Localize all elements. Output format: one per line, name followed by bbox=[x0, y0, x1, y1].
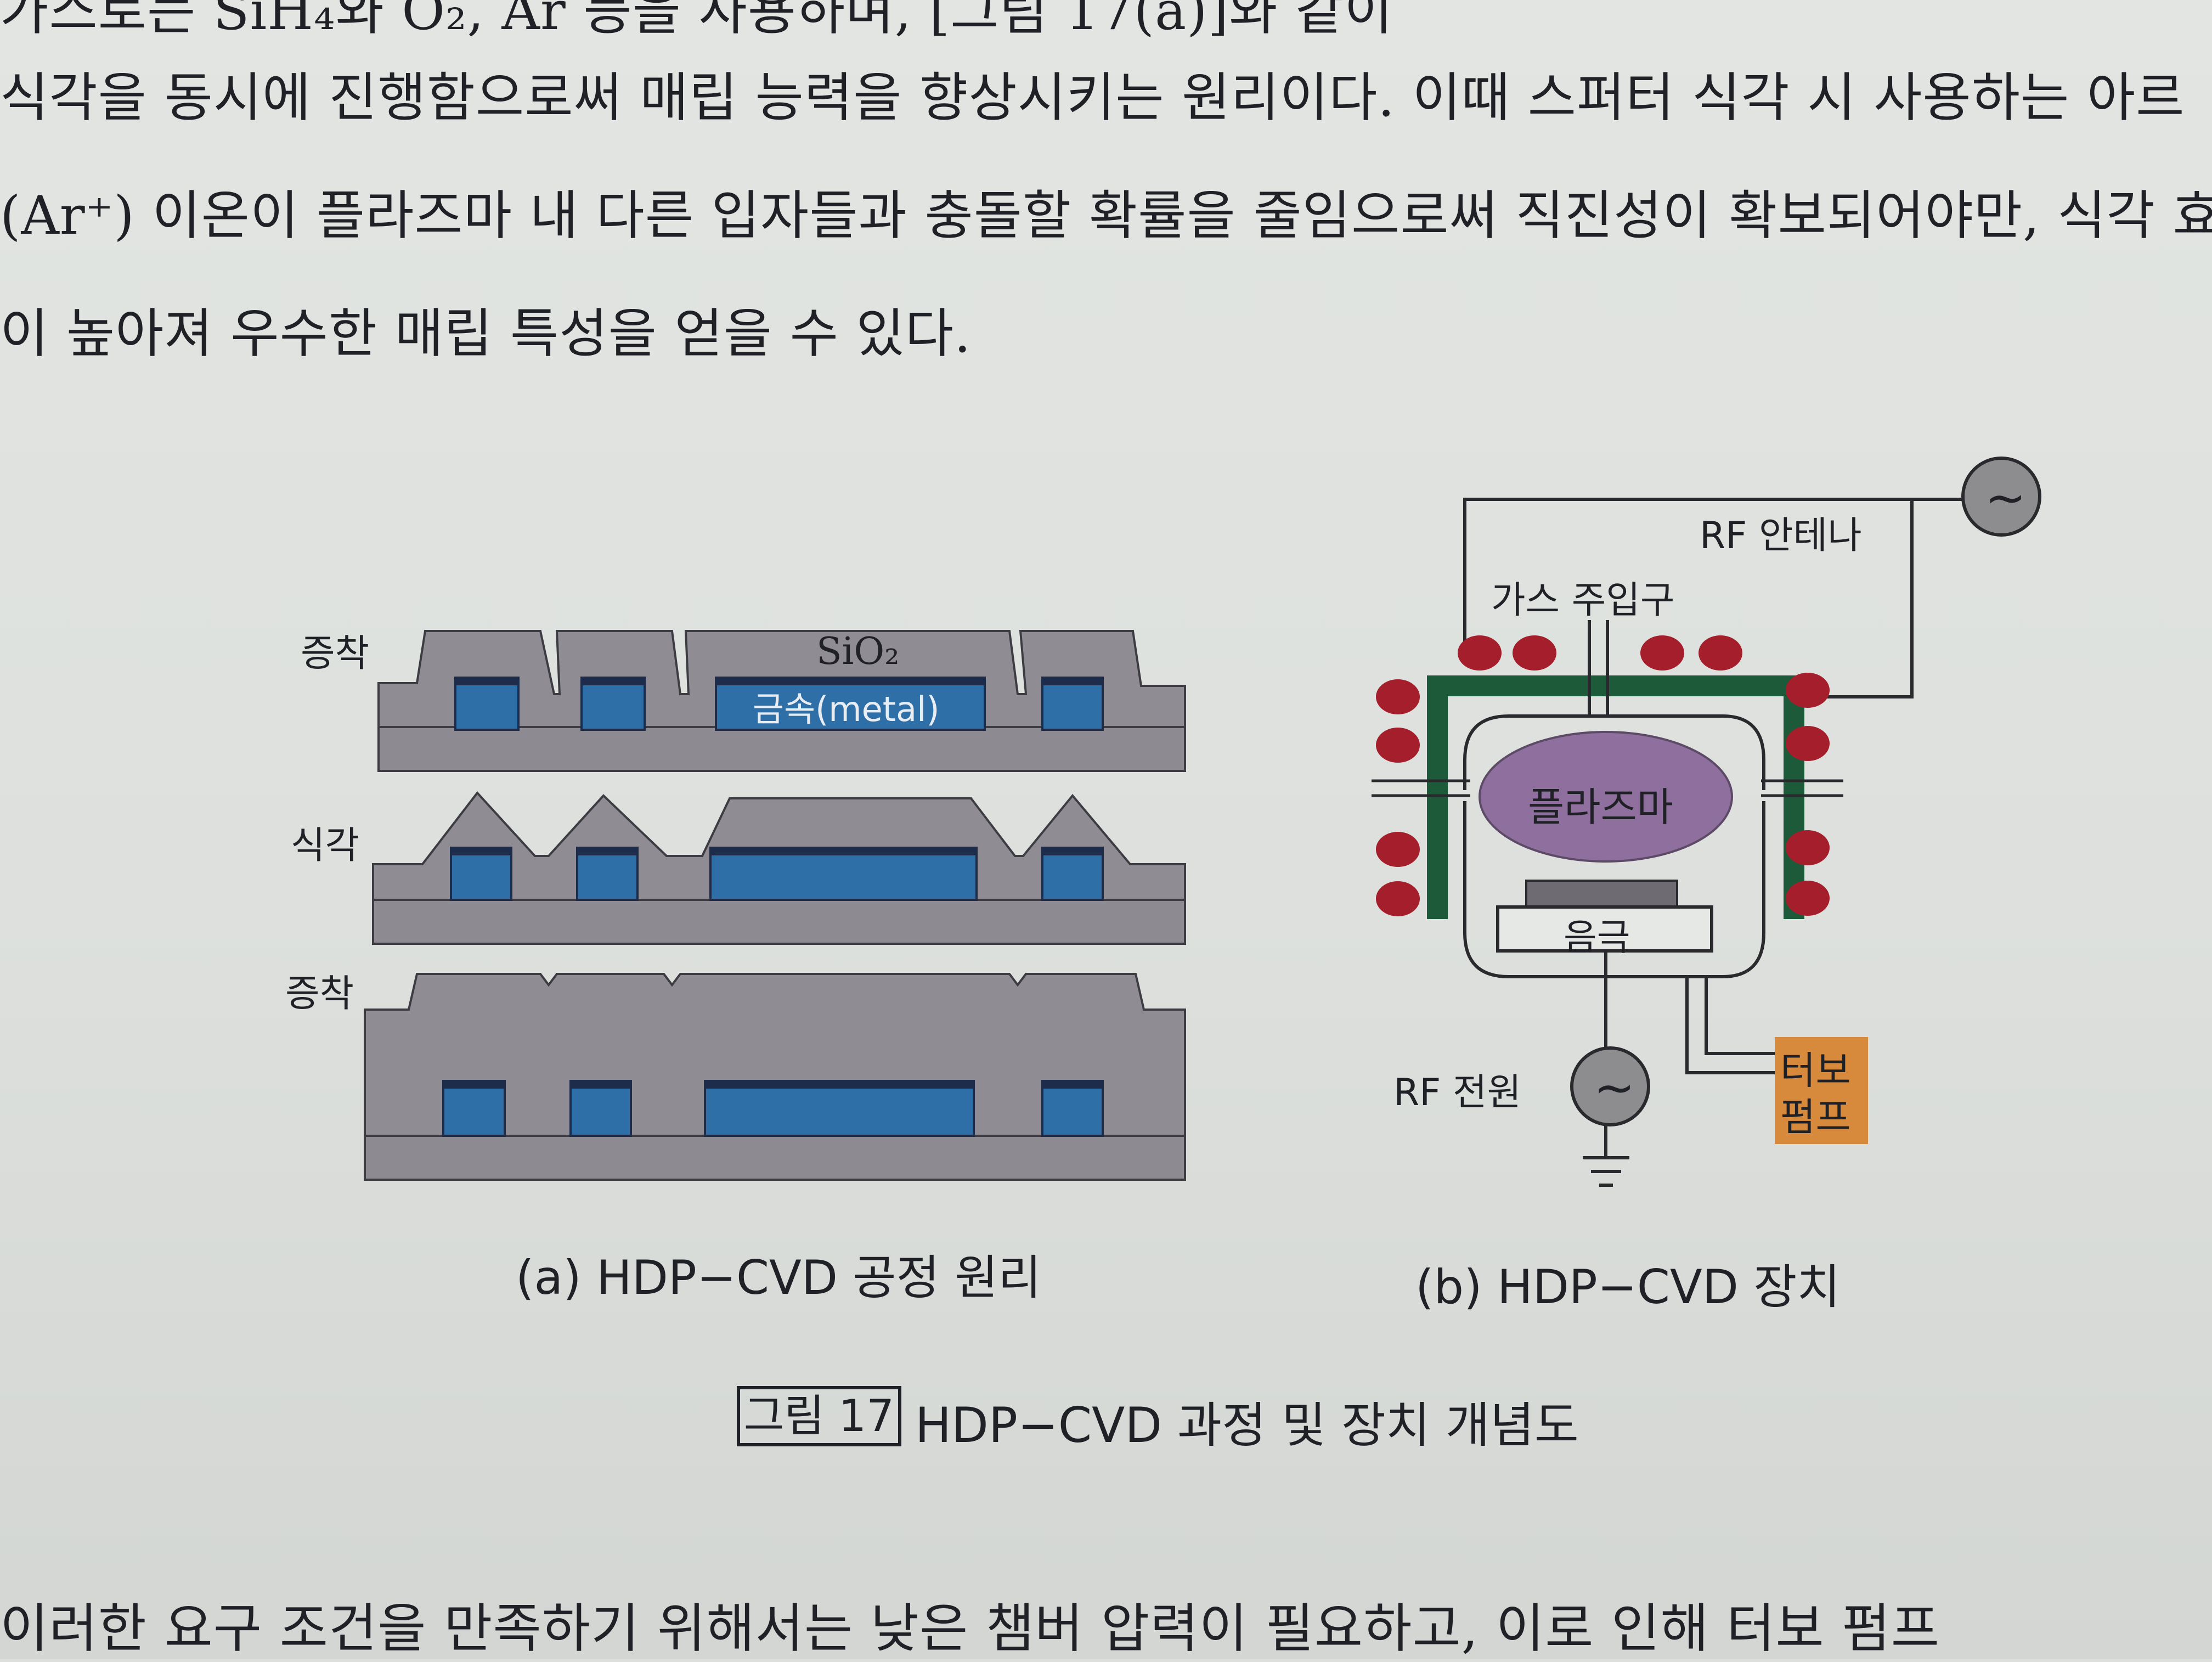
rf-power-label: RF 전원 bbox=[1393, 1071, 1522, 1114]
body-text-line: 이러한 요구 조건을 만족하기 위해서는 낮은 챔버 압력이 필요하고, 이로 … bbox=[0, 1598, 1940, 1659]
figure-number: 그림 17 bbox=[737, 1386, 901, 1446]
body-text-line: 이 높아져 우수한 매립 특성을 얻을 수 있다. bbox=[0, 303, 972, 364]
rf-power-source-icon bbox=[1570, 1046, 1650, 1126]
step-label-etch: 식각 bbox=[291, 824, 360, 867]
metal-line bbox=[704, 1080, 975, 1137]
hdp-cvd-apparatus bbox=[1372, 457, 2041, 1187]
cathode bbox=[1496, 905, 1713, 953]
turbo-pump-label: 터보 bbox=[1780, 1048, 1851, 1093]
plasma-region bbox=[1479, 731, 1733, 863]
metal-line bbox=[454, 677, 520, 731]
metal-line bbox=[576, 847, 639, 901]
metal-line bbox=[1041, 677, 1104, 731]
turbo-pump-label: 펌프 bbox=[1780, 1095, 1851, 1140]
metal-line bbox=[709, 847, 978, 901]
step-label-deposition: 증착 bbox=[301, 632, 370, 675]
ac-symbol: ~ bbox=[1594, 1059, 1635, 1117]
metal-line bbox=[1041, 1080, 1104, 1137]
ac-symbol: ~ bbox=[1985, 469, 2027, 527]
wafer bbox=[1525, 880, 1678, 908]
metal-line bbox=[442, 1080, 506, 1137]
metal-label: 금속(metal) bbox=[753, 689, 940, 729]
step-label-deposition: 증착 bbox=[285, 972, 354, 1016]
chamber-wall bbox=[1427, 675, 1804, 919]
process-diagram-step-1 bbox=[377, 630, 1186, 772]
figure-title: HDP−CVD 과정 및 장치 개념도 bbox=[915, 1397, 1579, 1453]
process-diagram-step-2 bbox=[372, 791, 1186, 945]
turbo-pump bbox=[1775, 1037, 1868, 1144]
plasma-label: 플라즈마 bbox=[1528, 784, 1673, 830]
gas-inlet-label: 가스 주입구 bbox=[1491, 579, 1675, 622]
metal-line bbox=[450, 847, 512, 901]
inner-chamber bbox=[1463, 714, 1765, 978]
body-text-line: (Ar⁺) 이온이 플라즈마 내 다른 입자들과 충돌할 확률을 줄임으로써 직… bbox=[0, 185, 2212, 246]
antenna-rf-source-icon bbox=[1961, 457, 2041, 537]
oxide-label: SiO₂ bbox=[816, 630, 900, 673]
metal-line bbox=[569, 1080, 632, 1137]
metal-line bbox=[1041, 847, 1104, 901]
caption-b: (b) HDP−CVD 장치 bbox=[1415, 1260, 1841, 1315]
cathode-label: 음극 bbox=[1564, 916, 1630, 959]
caption-a: (a) HDP−CVD 공정 원리 bbox=[516, 1250, 1042, 1305]
body-text-line: 식각을 동시에 진행함으로써 매립 능력을 향상시키는 원리이다. 이때 스퍼터… bbox=[0, 67, 2185, 128]
body-text-line: 가스로는 SiH₄와 O₂, Ar 등을 사용하며, [그림 17(a)]와 같… bbox=[0, 0, 1393, 42]
rf-antenna-label: RF 안테나 bbox=[1700, 514, 1862, 557]
rf-coil bbox=[1376, 635, 1830, 916]
process-diagram-step-3 bbox=[364, 973, 1186, 1181]
metal-line bbox=[580, 677, 646, 731]
